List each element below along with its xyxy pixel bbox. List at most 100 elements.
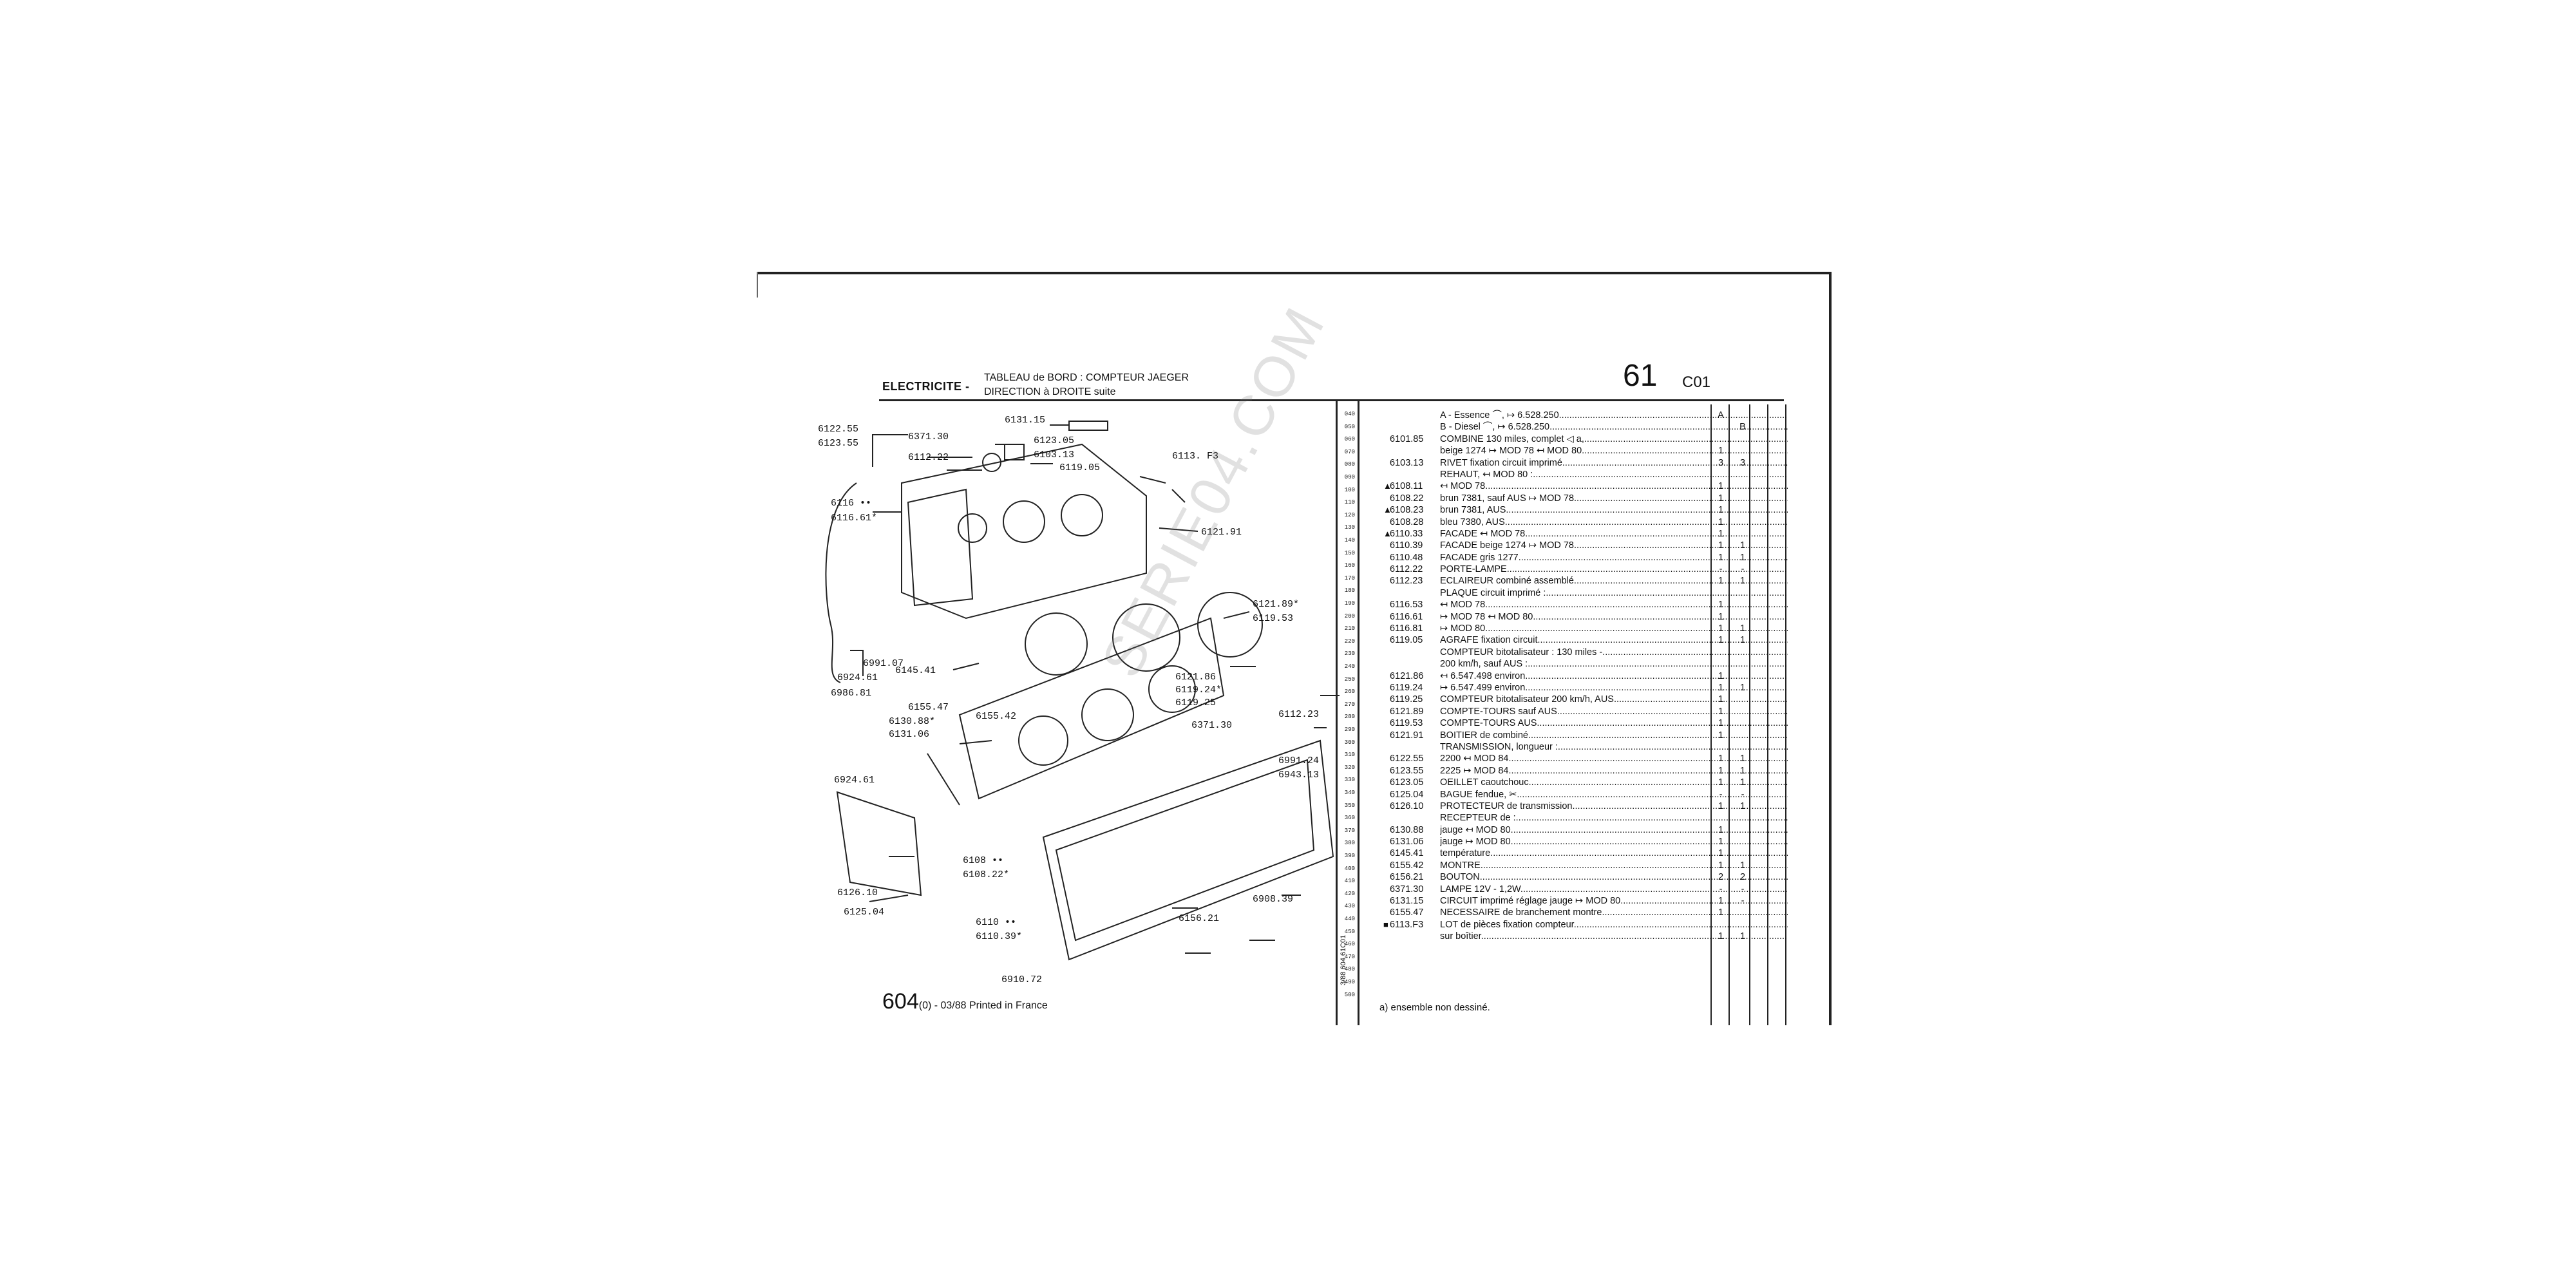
label-6123-55: 6123.55 [818,438,858,449]
clock-dial [1025,612,1088,676]
divider-right [1358,401,1359,1025]
part-ref: 6155.47 [1390,907,1424,918]
parts-row: A - Essence ⌒, ↦ 6.528.250A [1378,410,1829,421]
ruler-number: 230 [1344,650,1355,658]
ruler-number: 460 [1344,941,1355,948]
part-ref: 6108.28 [1390,516,1424,527]
part-desc: CIRCUIT imprimé réglage jauge ↦ MOD 80 [1440,895,1788,907]
part-ref: 6131.15 [1390,896,1424,907]
ruler-number: 070 [1344,448,1355,455]
ruler-number: 400 [1344,865,1355,872]
qty-a: 3 [1718,457,1724,468]
part-desc: BOITIER de combiné [1440,730,1788,741]
part-desc: sur boîtier [1440,931,1788,942]
facade-window-2 [1081,688,1134,741]
label-6110: 6110 •• [976,917,1016,928]
part-desc: brun 7381, sauf AUS ↦ MOD 78 [1440,493,1788,504]
part-ref: 6108.11 [1390,481,1423,492]
facade-panel [958,617,1225,800]
qty-a: 1 [1718,694,1724,705]
qty-b: - [1741,789,1745,800]
ruler-number: 300 [1344,739,1355,746]
qty-a: 1 [1718,896,1724,907]
oeillet-part [1004,444,1025,460]
part-desc: NECESSAIRE de branchement montre [1440,907,1788,918]
label-6112-22: 6112.22 [908,452,949,463]
label-6119-05: 6119.05 [1059,462,1100,473]
part-ref: 6155.42 [1390,860,1424,871]
qty-a: 1 [1718,611,1724,622]
ruler-number: 290 [1344,726,1355,733]
bezel-frame [1042,739,1334,961]
part-desc: COMPTEUR bitotalisateur 200 km/h, AUS [1440,694,1788,705]
clip-part [1171,489,1186,503]
part-ref: 6108.23 [1390,505,1424,516]
ruler-number: 340 [1344,790,1355,796]
part-ref: 6108.22 [1390,493,1424,504]
part-ref: 6125.04 [1390,789,1424,800]
part-desc: LAMPE 12V - 1,2W [1440,884,1788,895]
page-subtitle: TABLEAU de BORD : COMPTEUR JAEGER DIRECT… [984,371,1189,399]
tachometer-dial [1197,592,1263,658]
label-6991-24: 6991.24 [1278,755,1319,766]
qty-a: - [1719,564,1723,575]
diagram-svg: 6122.55 6123.55 6371.30 6112.22 6131.15 … [818,415,1340,985]
label-6155-47: 6155.47 [908,702,949,713]
part-ref: 6371.30 [1390,884,1424,895]
qty-a: 2 [1718,872,1724,883]
qty-b: 1 [1739,540,1746,551]
parts-row: beige 1274 ↦ MOD 78 ↤ MOD 801 [1378,445,1829,457]
parts-row: 6145.41température1 [1378,848,1829,859]
label-6943-13: 6943.13 [1278,770,1319,781]
label-6119-25: 6119.25 [1175,697,1216,708]
part-desc: PORTE-LAMPE [1440,564,1788,575]
part-desc: A - Essence ⌒, ↦ 6.528.250 [1440,410,1788,421]
part-desc: PLAQUE circuit imprimé : [1440,587,1788,599]
qty-b: 1 [1739,800,1746,811]
parts-row: 6119.24↦ 6.547.499 environ11 [1378,682,1829,694]
exploded-diagram: 6122.55 6123.55 6371.30 6112.22 6131.15 … [811,406,1352,1005]
facade-window-3 [1148,665,1196,713]
part-desc: RIVET fixation circuit imprimé [1440,457,1788,469]
part-desc: ↤ MOD 78 [1440,480,1788,492]
ruler-number: 470 [1344,953,1355,960]
label-6910-72: 6910.72 [1001,974,1042,985]
housing-dial-3 [958,513,987,543]
facade-window-1 [1018,715,1068,766]
qty-a: 1 [1718,540,1724,551]
ruler-number: 200 [1344,612,1355,620]
header-rule [879,399,1784,401]
qty-a: 1 [1718,706,1724,717]
label-6112-23: 6112.23 [1278,709,1319,720]
part-ref: 6101.85 [1390,433,1424,444]
qty-b: 1 [1739,682,1746,693]
label-6116: 6116 •• [831,498,871,509]
qty-b: 1 [1739,753,1746,764]
part-ref: 6123.55 [1390,765,1424,776]
part-ref: 6113.F3 [1390,919,1424,930]
ruler-number: 320 [1344,764,1355,771]
ruler-number: 370 [1344,827,1355,834]
ruler-number: 130 [1344,524,1355,531]
qty-a: 1 [1718,824,1724,835]
parts-row: ▲6108.11↤ MOD 781 [1378,480,1829,492]
label-6119-53: 6119.53 [1253,613,1293,624]
label-6119-24: 6119.24* [1175,685,1222,696]
label-6103-13: 6103.13 [1034,450,1074,460]
qty-b: - [1741,896,1745,907]
qty-b: 1 [1739,576,1746,587]
qty-b: 1 [1739,931,1746,942]
qty-a: 1 [1718,765,1724,776]
qty-a: 1 [1718,753,1724,764]
label-6121-89: 6121.89* [1253,599,1299,610]
parts-row: 6155.42MONTRE11 [1378,860,1829,871]
ruler-number: 380 [1344,840,1355,847]
label-6125-04: 6125.04 [844,907,884,918]
part-desc: 200 km/h, sauf AUS : [1440,658,1788,670]
label-6130-88: 6130.88* [889,716,935,727]
parts-row: TRANSMISSION, longueur : [1378,741,1829,753]
